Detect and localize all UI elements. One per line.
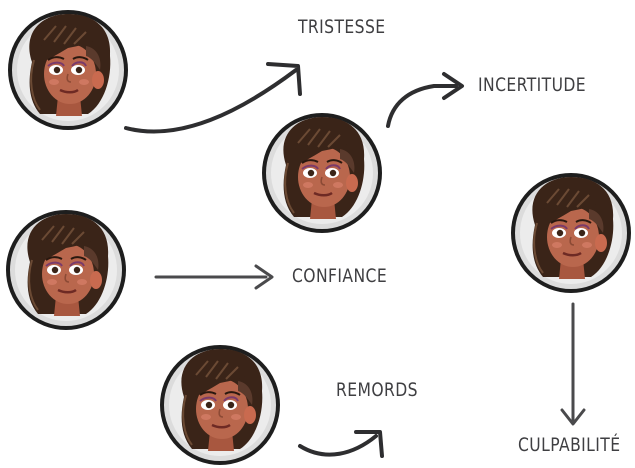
arrow-to-incertitude-icon <box>386 72 464 128</box>
face-confiance-icon <box>6 210 126 330</box>
face-incertitude-icon <box>262 113 382 233</box>
label-tristesse: TRISTESSE <box>298 16 386 38</box>
arrow-to-tristesse-icon <box>124 62 302 134</box>
arrow-to-confiance-icon <box>154 264 274 290</box>
face-remords-icon <box>160 345 280 465</box>
face-tristesse-icon <box>8 10 128 130</box>
arrow-to-culpabilite-icon <box>560 302 586 426</box>
arrow-to-remords-icon <box>298 430 384 458</box>
label-incertitude: INCERTITUDE <box>478 74 587 96</box>
label-remords: REMORDS <box>336 379 418 401</box>
label-culpabilite: CULPABILITÉ <box>518 434 621 456</box>
face-culpabilite-icon <box>511 173 631 293</box>
label-confiance: CONFIANCE <box>292 265 388 287</box>
